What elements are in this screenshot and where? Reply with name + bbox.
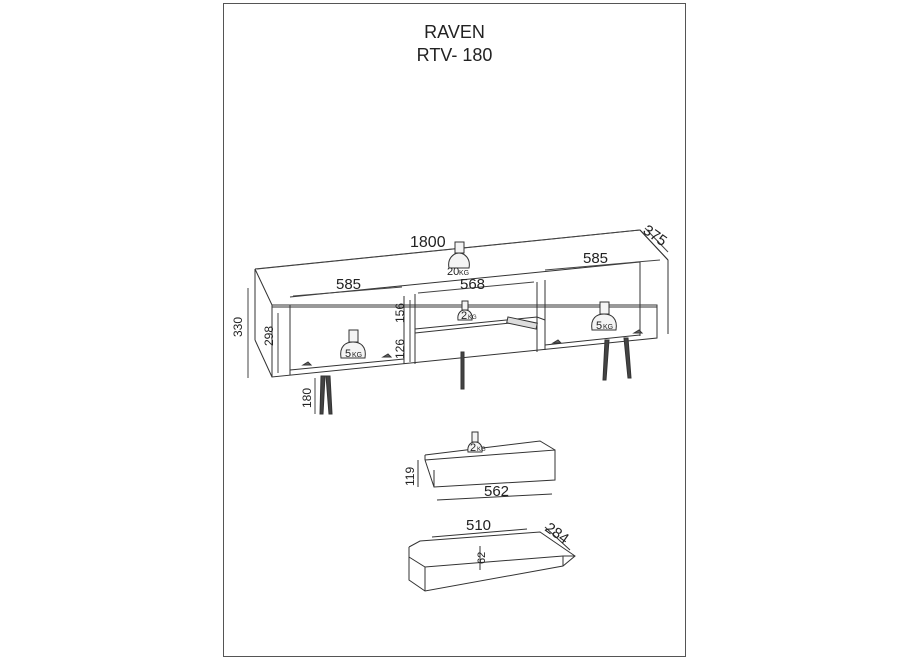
drawing-sheet-border: [223, 3, 686, 657]
left-width-label: 585: [336, 276, 361, 293]
shelf-load-unit: KG: [468, 315, 477, 321]
model-name: RAVEN: [424, 22, 485, 42]
total-height-label: 330: [231, 317, 245, 337]
top-load: 20: [447, 266, 459, 278]
drawer-load-unit: KG: [477, 447, 486, 453]
drawer-box: [408, 526, 576, 592]
shelf-load: 2: [461, 310, 467, 322]
weight-icon: [448, 241, 470, 269]
weight-icon: [591, 301, 617, 331]
left-load-unit: KG: [352, 352, 362, 359]
weight-icon: [467, 431, 483, 453]
legs: [319, 337, 632, 415]
depth-label: 375: [640, 222, 670, 250]
drawer-box-depth-label: 284: [542, 519, 572, 547]
cabinet-dimension-lines: [247, 227, 669, 414]
weight-icon: [457, 300, 473, 321]
right-load-unit: KG: [603, 324, 613, 331]
right-load: 5: [596, 320, 602, 332]
drawer-load: 2: [470, 442, 476, 454]
inner-height-label: 298: [262, 326, 276, 346]
drawer-front-width-label: 562: [484, 483, 509, 500]
drawer-box-width-label: 510: [466, 517, 491, 534]
weight-icon: [340, 329, 366, 359]
lower-gap-label: 126: [393, 339, 407, 359]
width-label: 1800: [410, 234, 446, 251]
drawer-front-height-label: 119: [403, 467, 417, 486]
upper-gap-label: 156: [393, 303, 407, 323]
left-load: 5: [345, 348, 351, 360]
top-load-unit: KG: [459, 270, 469, 277]
center-width-label: 568: [460, 276, 485, 293]
drawer-box-height-label: 62: [476, 552, 488, 564]
right-width-label: 585: [583, 250, 608, 267]
leg-height-label: 180: [300, 388, 314, 408]
load-labels: 20 KG 5 KG 5 KG 2 KG 2 KG: [345, 266, 613, 454]
model-code: RTV- 180: [416, 45, 493, 65]
drawer-front: [417, 440, 556, 501]
